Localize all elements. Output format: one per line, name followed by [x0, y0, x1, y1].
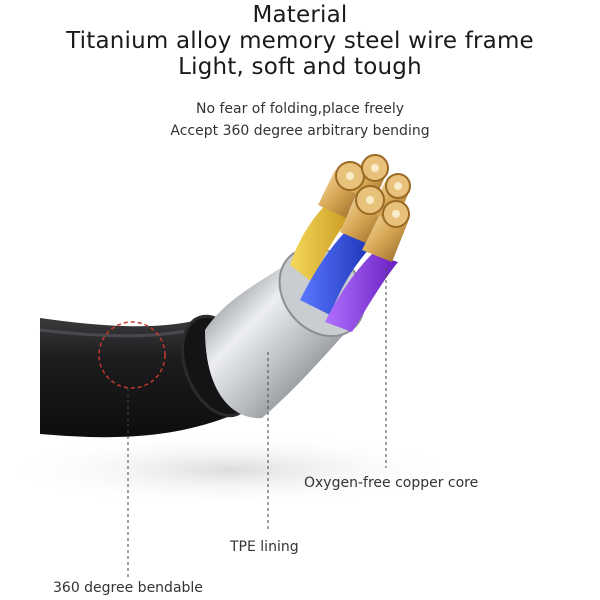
subtitle-line-1: No fear of folding,place freely	[195, 101, 405, 117]
header-line-1: Titanium alloy memory steel wire frame	[66, 28, 534, 54]
subtitle-line-2: Accept 360 degree arbitrary bending	[170, 123, 430, 139]
header-title: Material	[252, 2, 348, 28]
wire-purple	[325, 254, 398, 332]
copper-strands	[318, 154, 411, 262]
wire-yellow	[290, 200, 352, 282]
header-line-2: Light, soft and tough	[178, 54, 422, 80]
bend-marker-circle	[98, 321, 166, 389]
floor-reflection	[0, 432, 460, 508]
callout-core: Oxygen-free copper core	[304, 475, 479, 491]
callout-bendable: 360 degree bendable	[53, 580, 203, 596]
wire-blue	[300, 232, 372, 315]
callout-lining: TPE lining	[230, 539, 299, 555]
